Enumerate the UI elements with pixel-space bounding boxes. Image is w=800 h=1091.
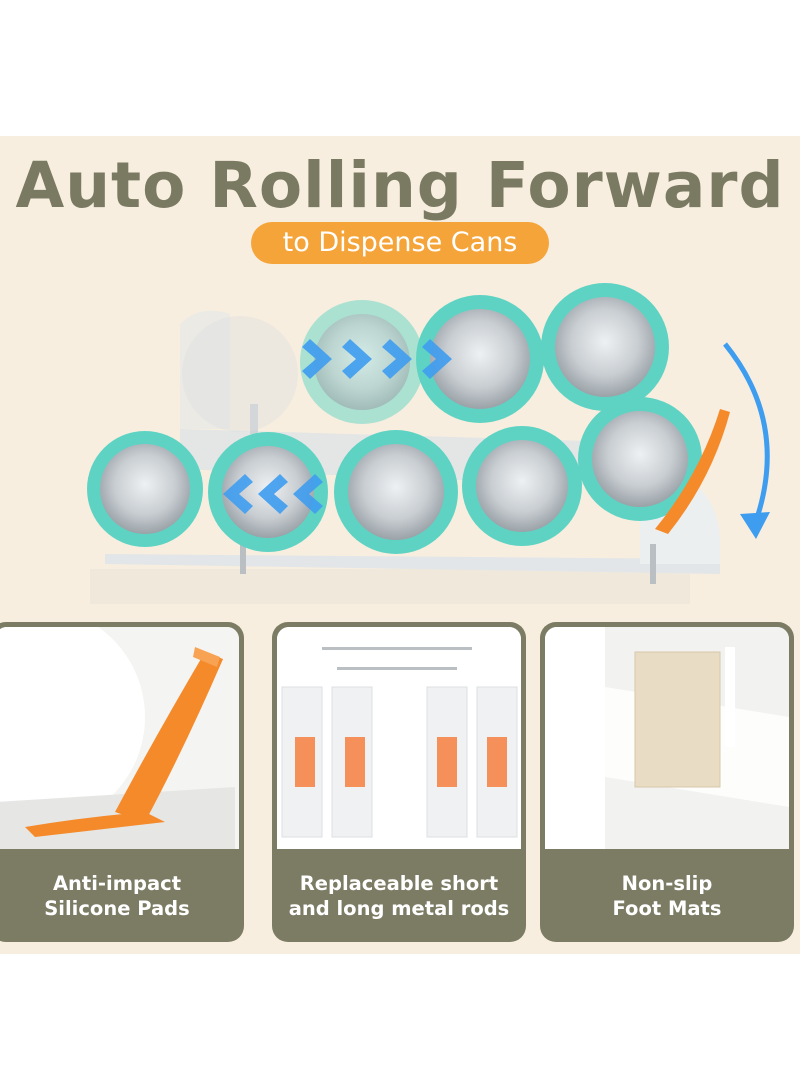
backward-arrows-icon: [223, 474, 323, 514]
can-rack-illustration: [87, 283, 770, 604]
product-poster: Auto Rolling Forward to Dispense Cans: [0, 136, 800, 954]
subheadline-pill: to Dispense Cans: [251, 222, 549, 264]
metal-rods-photo: [277, 627, 521, 849]
curved-arrow-icon: [723, 342, 770, 525]
silicone-pad: [655, 409, 730, 534]
foot-mat-photo: [545, 627, 789, 849]
forward-arrows-icon: [302, 339, 452, 379]
headline: Auto Rolling Forward: [15, 149, 785, 222]
top-row-cans: [182, 283, 669, 432]
silicone-pad-photo: [0, 627, 239, 849]
bottom-row-cans: [87, 397, 702, 554]
